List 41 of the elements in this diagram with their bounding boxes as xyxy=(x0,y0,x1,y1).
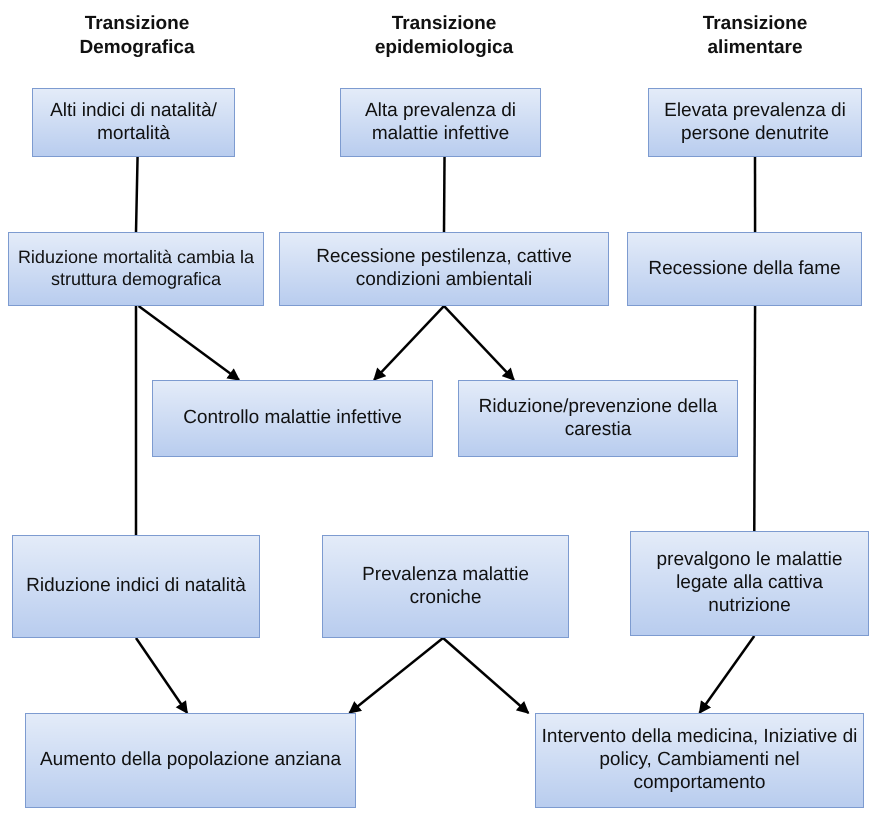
box-text: Riduzione indici di natalità xyxy=(26,575,246,598)
box-text: Recessione pestilenza, cattive condizioni ambientali xyxy=(315,246,573,292)
process-box xyxy=(630,531,869,636)
process-box xyxy=(25,713,356,808)
process-box xyxy=(340,88,541,157)
box-text: Intervento della medicina, Iniziative di policy, Cambiamenti nel comportamento xyxy=(540,726,858,795)
box-text: Elevata prevalenza di persone denutrite xyxy=(663,100,847,146)
process-box xyxy=(279,232,609,306)
process-box xyxy=(458,380,738,457)
process-box xyxy=(535,713,864,808)
connector-line xyxy=(134,156,139,232)
box-text: Controllo malattie infettive xyxy=(183,407,402,430)
process-box xyxy=(32,88,235,157)
process-box xyxy=(12,535,260,638)
arrow xyxy=(138,305,240,381)
box-text: Aumento della popolazione anziana xyxy=(40,749,342,772)
process-box xyxy=(322,535,569,638)
connector-line xyxy=(753,306,756,531)
box-text: Riduzione mortalità cambia la struttura demografica xyxy=(16,247,256,291)
process-box xyxy=(152,380,433,457)
process-box xyxy=(8,232,264,306)
column-heading: Transizione epidemiologica xyxy=(374,12,514,60)
arrow xyxy=(443,305,515,381)
arrow xyxy=(698,635,756,714)
box-text: prevalgono le malattie legate alla cattiva nutrizione xyxy=(656,549,844,618)
arrow xyxy=(134,637,188,714)
box-text: Recessione della fame xyxy=(648,258,841,280)
column-heading: Transizione alimentare xyxy=(702,12,808,60)
connector-line xyxy=(442,157,446,232)
arrow xyxy=(373,305,445,381)
connector-line xyxy=(134,306,138,535)
box-text: Alti indici di natalità/ mortalità xyxy=(49,100,218,146)
box-text: Alta prevalenza di malattie infettive xyxy=(364,100,518,146)
arrow xyxy=(348,637,444,714)
process-box xyxy=(627,232,862,306)
connector-line xyxy=(754,157,756,232)
process-box xyxy=(648,88,862,157)
box-text: Prevalenza malattie croniche xyxy=(361,564,530,610)
column-heading: Transizione Demografica xyxy=(78,12,196,60)
arrow xyxy=(442,637,530,714)
box-text: Riduzione/prevenzione della carestia xyxy=(478,396,718,442)
